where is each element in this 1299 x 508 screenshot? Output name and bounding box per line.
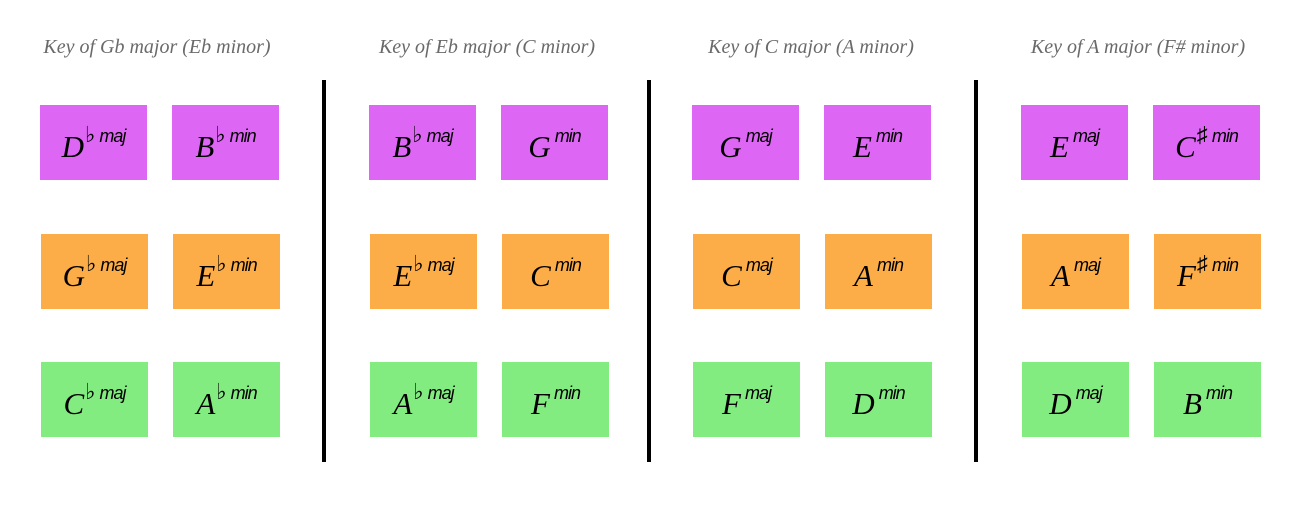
chord-quality: min xyxy=(878,382,906,403)
chord-accidental: ♭ xyxy=(412,121,423,147)
chord-accidental: ♭ xyxy=(413,378,424,404)
chord-accidental: ♭ xyxy=(216,378,227,404)
chord-root: A xyxy=(1051,258,1070,293)
chord-quality: maj xyxy=(426,125,454,146)
chord-card: A♭maj xyxy=(370,362,477,437)
key-divider xyxy=(322,80,326,462)
chord-root: E xyxy=(393,258,413,293)
chord-root: A xyxy=(196,386,216,421)
chord-quality: maj xyxy=(427,254,455,275)
key-title-c-major: Key of C major (A minor) xyxy=(708,36,914,58)
chord-accidental: ♭ xyxy=(85,378,96,404)
chord-card: E♭min xyxy=(173,234,280,309)
chord-quality: maj xyxy=(99,382,127,403)
chord-card: F♯min xyxy=(1154,234,1261,309)
chord-root: D xyxy=(61,129,84,164)
chord-card: E♭maj xyxy=(370,234,477,309)
chord-root: D xyxy=(852,386,875,421)
chord-quality: maj xyxy=(99,125,126,146)
chord-quality: min xyxy=(554,125,582,146)
chord-card: B♭min xyxy=(172,105,279,180)
chord-root: B xyxy=(195,129,215,164)
key-title-a-major: Key of A major (F# minor) xyxy=(1030,36,1246,58)
chord-quality: min xyxy=(553,382,581,403)
chord-card: C♯min xyxy=(1153,105,1260,180)
chord-accidental: ♯ xyxy=(1196,121,1208,147)
chord-quality: min xyxy=(1211,254,1239,275)
chord-card: A♭min xyxy=(173,362,280,437)
chord-root: G xyxy=(62,258,85,293)
chord-root: A xyxy=(854,258,873,293)
chord-quality: maj xyxy=(1072,125,1100,146)
chord-quality: maj xyxy=(427,382,455,403)
chord-quality: min xyxy=(230,254,258,275)
chord-quality: min xyxy=(875,125,903,146)
chord-quality: maj xyxy=(745,254,773,275)
chord-accidental: ♭ xyxy=(215,121,226,147)
chord-card: G♭maj xyxy=(41,234,148,309)
chord-root: D xyxy=(1049,386,1072,421)
chord-root: E xyxy=(853,129,872,164)
key-divider xyxy=(974,80,978,462)
chord-root: G xyxy=(528,129,551,164)
key-title-eb-major: Key of Eb major (C minor) xyxy=(378,36,596,58)
chord-root: C xyxy=(1175,129,1196,164)
chord-quality: maj xyxy=(1073,254,1101,275)
chord-quality: maj xyxy=(100,254,127,275)
chord-root: E xyxy=(1050,129,1069,164)
chord-quality: maj xyxy=(744,382,772,403)
chord-quality: min xyxy=(1205,382,1233,403)
chord-accidental: ♭ xyxy=(413,250,424,276)
chord-accidental: ♭ xyxy=(216,250,227,276)
key-divider xyxy=(647,80,651,462)
chord-card: D♭maj xyxy=(40,105,147,180)
chord-quality: min xyxy=(230,382,258,403)
chord-quality: min xyxy=(229,125,257,146)
chord-quality: min xyxy=(554,254,582,275)
chord-quality: maj xyxy=(745,125,773,146)
chord-root: F xyxy=(1177,258,1196,293)
chord-accidental: ♯ xyxy=(1196,250,1208,276)
chord-root: E xyxy=(196,258,216,293)
chord-root: F xyxy=(722,386,741,421)
chord-root: F xyxy=(531,386,550,421)
chord-root: B xyxy=(1183,386,1202,421)
chord-quality: maj xyxy=(1075,382,1103,403)
chord-quality: min xyxy=(876,254,904,275)
chord-quality: min xyxy=(1211,125,1239,146)
chord-root: B xyxy=(392,129,412,164)
chord-accidental: ♭ xyxy=(85,250,97,276)
key-title-gb-major: Key of Gb major (Eb minor) xyxy=(43,36,271,58)
chord-root: C xyxy=(530,258,551,293)
chord-root: A xyxy=(393,386,413,421)
chord-root: C xyxy=(721,258,742,293)
chord-root: G xyxy=(719,129,742,164)
chord-accidental: ♭ xyxy=(84,121,96,147)
chord-card: B♭maj xyxy=(369,105,476,180)
chord-root: C xyxy=(63,386,85,421)
chord-card: C♭maj xyxy=(41,362,148,437)
